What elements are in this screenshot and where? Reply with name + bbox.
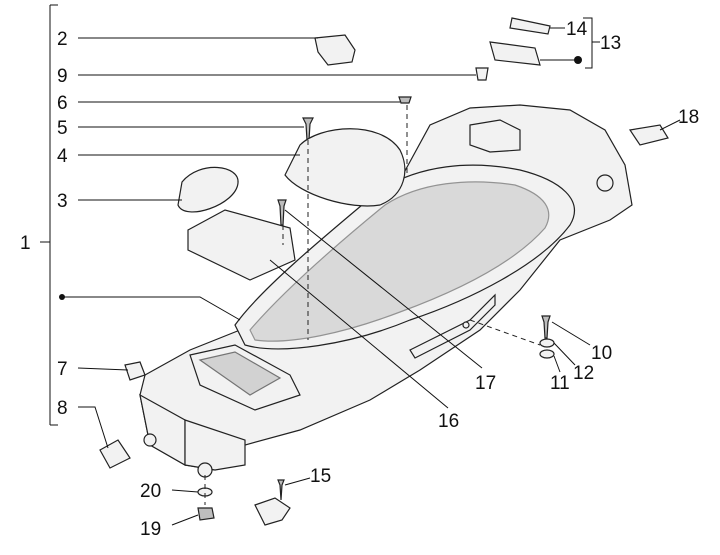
part-15-screw <box>277 479 285 501</box>
label-16: 16 <box>438 411 459 432</box>
label-7: 7 <box>57 359 68 380</box>
label-17: 17 <box>475 373 496 394</box>
part-11-washer <box>539 349 555 359</box>
group-bracket-1 <box>40 4 58 426</box>
part-15-bracket <box>254 497 291 526</box>
part-10-screw <box>541 315 551 339</box>
label-18: 18 <box>678 107 699 128</box>
label-11: 11 <box>550 373 570 394</box>
part-14-pin <box>509 17 551 35</box>
label-1: 1 <box>20 233 31 254</box>
label-5: 5 <box>57 118 68 139</box>
part-2-clip <box>314 34 356 66</box>
label-10: 10 <box>591 343 612 364</box>
label-14: 14 <box>566 19 588 40</box>
part-6-screw <box>398 96 412 104</box>
part-19-nut <box>197 507 215 521</box>
label-15: 15 <box>310 466 331 487</box>
label-2: 2 <box>57 29 68 50</box>
part-9-plug <box>475 67 489 81</box>
label-3: 3 <box>57 191 68 212</box>
part-18-cap <box>628 124 669 146</box>
label-12: 12 <box>573 363 594 384</box>
part-12-washer <box>539 338 555 348</box>
part-3-gasket <box>177 166 239 213</box>
part-4-lid <box>284 128 406 207</box>
label-19: 19 <box>140 519 161 540</box>
part-16-cover <box>187 209 296 281</box>
part-7-nut <box>124 361 146 381</box>
label-13: 13 <box>600 33 621 54</box>
label-9: 9 <box>57 66 68 87</box>
label-8: 8 <box>57 398 68 419</box>
label-4: 4 <box>57 146 68 167</box>
part-8-nut <box>99 439 131 469</box>
helmet-compartment-body <box>139 104 633 478</box>
part-13-latch <box>489 41 541 66</box>
label-20: 20 <box>140 481 161 502</box>
part-17-screw <box>277 199 287 226</box>
label-6: 6 <box>57 93 68 114</box>
